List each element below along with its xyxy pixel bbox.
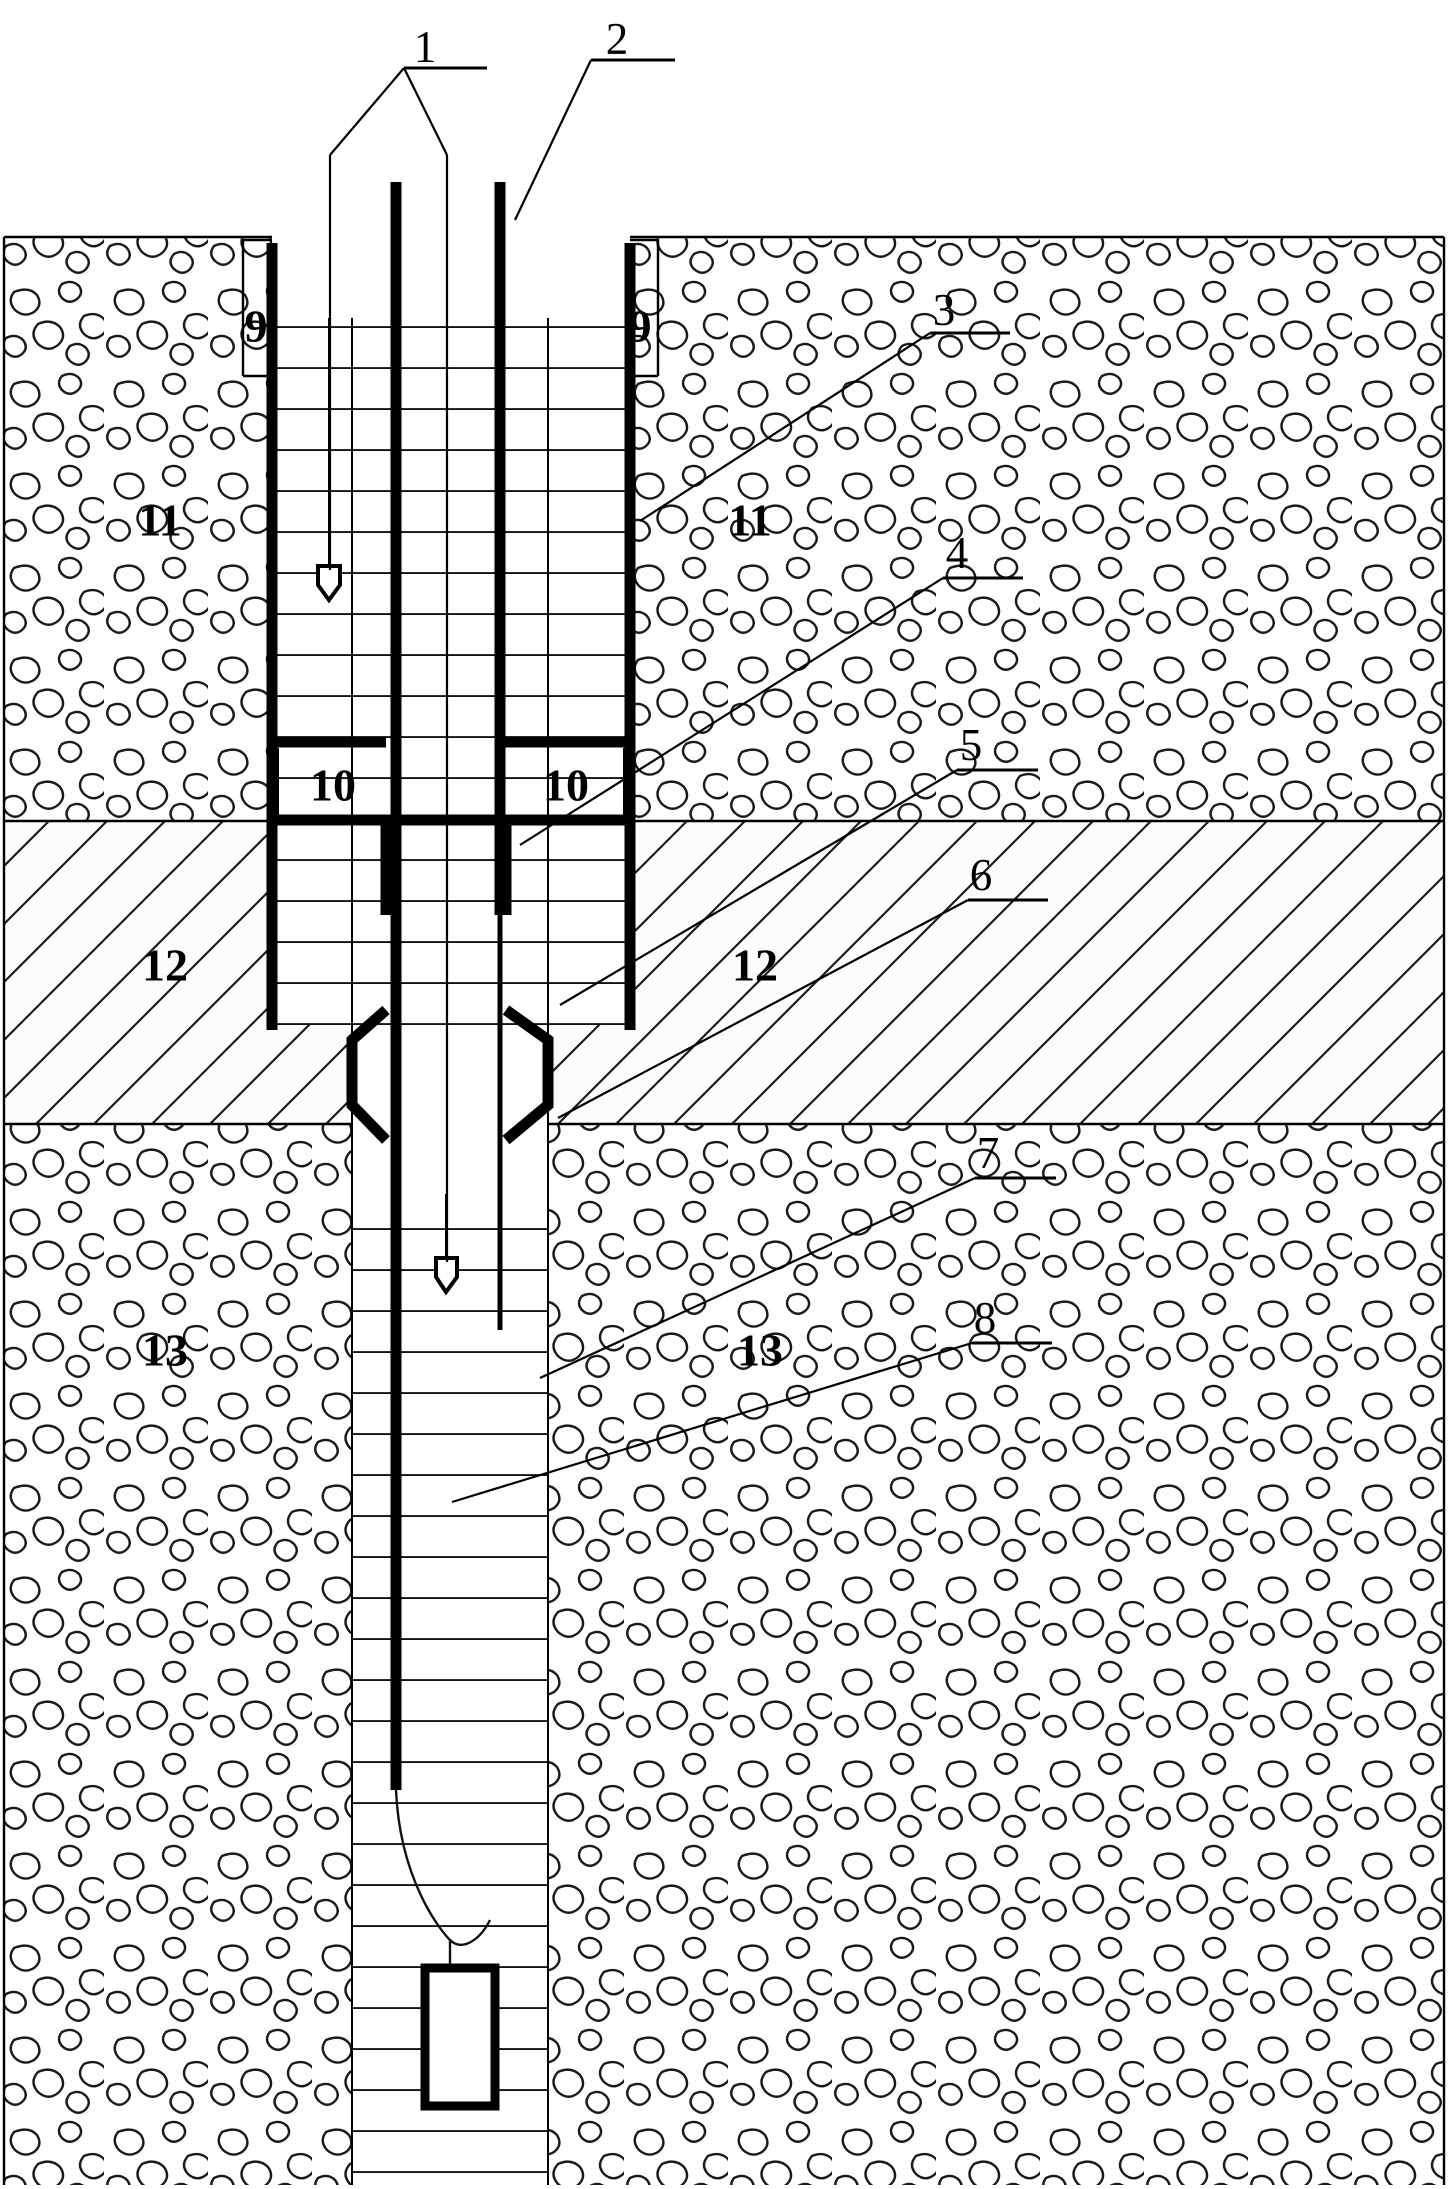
inline-label-11-left: 11 [138,495,181,546]
callout-labels: 1 2 3 4 5 6 7 8 [414,14,1000,1343]
callout-label-8: 8 [974,1293,997,1343]
leader-7-line [539,1177,976,1379]
leader-1-left [329,67,405,156]
callout-label-3: 3 [933,285,956,335]
leader-1-right [403,67,448,156]
layer-upper-gravel-left [4,237,272,821]
inline-label-12-left: 12 [142,940,188,991]
inline-label-9-right: 9 [629,301,652,352]
leader-5-line [559,769,958,1006]
geology-layers [2,235,1446,2185]
inline-label-9-left: 9 [245,301,268,352]
casing-structure [241,238,660,1030]
device-cable [394,1789,492,1946]
callout-label-7: 7 [977,1128,1000,1178]
shoe-box-outline [277,748,625,816]
leader-8-line [451,1341,973,1504]
flow-arrow-upper-head [316,564,342,604]
inline-label-10-left: 10 [310,760,356,811]
leader-6-line [557,899,969,1119]
screen-bulge-right [502,1005,554,1145]
leader-4-line [519,577,944,846]
layer-lower-gravel-right [548,1124,1444,2185]
borehole-fill-upper [272,318,630,1025]
inline-labels: 9 9 11 11 10 10 12 12 13 13 [138,301,783,1376]
leader-2-line [514,59,592,221]
layer-rock-right [548,821,1444,1124]
callout-label-1: 1 [414,22,437,72]
inline-label-13-left: 13 [142,1325,188,1376]
leader-lines [328,58,1056,1504]
downhole-device-assembly [394,1789,500,2111]
layer-upper-gravel-right [630,237,1444,821]
callout-label-6: 6 [970,850,993,900]
layer-lower-gravel-left [4,1124,352,2185]
flow-arrow-lower-head [434,1256,459,1296]
lower-hole [346,821,554,2185]
inline-label-11-right: 11 [728,495,771,546]
inline-label-13-right: 13 [737,1325,783,1376]
leader-3-line [639,332,931,522]
screen-bulge-left [346,1005,390,1144]
callout-label-4: 4 [946,528,969,578]
downhole-device-box [420,1963,500,2111]
callout-label-2: 2 [606,14,629,64]
inline-label-10-right: 10 [543,760,589,811]
inline-label-12-right: 12 [732,940,778,991]
callout-label-5: 5 [960,720,983,770]
